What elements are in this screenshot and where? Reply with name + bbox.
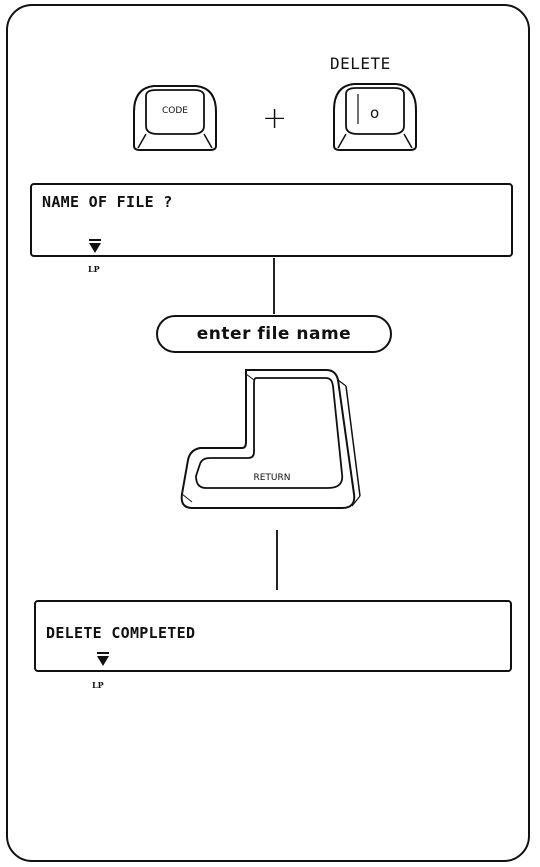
code-key: CODE: [133, 85, 217, 151]
cursor-bar: [89, 239, 101, 241]
screen-message: DELETE COMPLETED: [46, 624, 196, 642]
delete-key: o: [333, 83, 417, 151]
cursor-bar: [97, 652, 109, 654]
flow-connector: [273, 258, 275, 314]
step-enter-file-name: enter file name: [156, 315, 392, 353]
cursor-indicator-icon: [97, 656, 109, 666]
code-key-label: CODE: [162, 106, 188, 116]
plus-sign: +: [262, 101, 288, 136]
flow-connector: [276, 530, 278, 590]
return-key-label: RETURN: [253, 473, 290, 483]
return-key: RETURN: [180, 369, 361, 509]
screen-name-of-file: NAME OF FILE ?: [30, 183, 513, 257]
cursor-lp-label: LP: [88, 264, 100, 274]
screen-message: NAME OF FILE ?: [42, 193, 173, 211]
step-enter-file-name-label: enter file name: [196, 324, 352, 344]
cursor-lp-label: LP: [92, 680, 104, 690]
diagram-frame: [6, 4, 530, 862]
cursor-indicator-icon: [89, 243, 101, 253]
delete-key-caption: DELETE: [330, 54, 391, 73]
screen-delete-completed: DELETE COMPLETED: [34, 600, 512, 672]
delete-key-char: o: [370, 104, 379, 122]
